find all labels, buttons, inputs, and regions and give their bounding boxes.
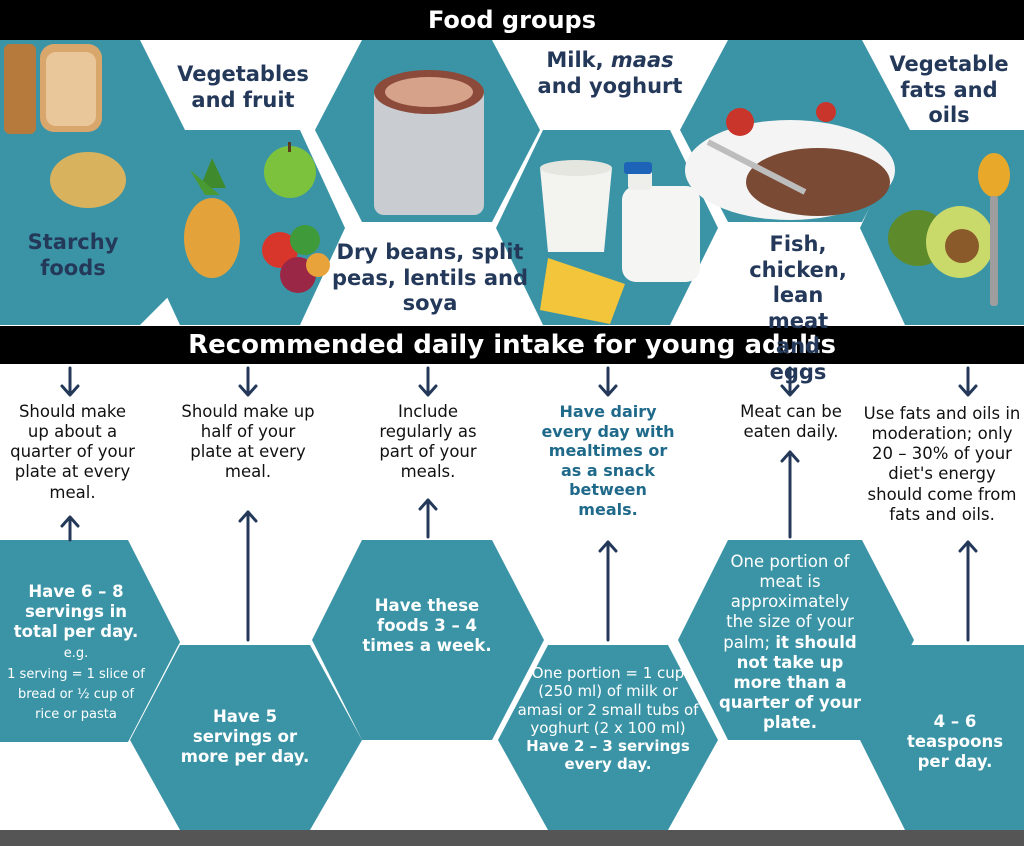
steak-icon <box>746 148 890 216</box>
serving-starchy-example: 1 serving = 1 slice of bread or ½ cup of… <box>7 666 145 722</box>
food-groups-title: Food groups <box>0 0 1024 40</box>
avocado-icon <box>888 206 994 278</box>
daily-intake-title: Recommended daily intake for young adult… <box>0 326 1024 364</box>
arrow-up-icon <box>418 498 438 539</box>
serving-milk: One portion = 1 cup (250 ml) of milk or … <box>516 664 700 774</box>
spoon-oil-icon <box>978 153 1010 306</box>
serving-fats: 4 – 6 teaspoons per day. <box>900 712 1010 772</box>
hex-meat-serving <box>678 540 914 740</box>
arrow-up-icon <box>598 540 618 642</box>
arrow-up-icon <box>958 540 978 642</box>
fork-icon <box>706 139 807 195</box>
serving-starchy-eg: e.g. <box>63 646 89 662</box>
arrow-up-icon <box>780 450 800 539</box>
group-milk-text-c: and yoghurt <box>537 73 683 98</box>
vegetables-icon <box>262 225 330 293</box>
group-fats-label: Vegetable fats and oils <box>889 52 1009 128</box>
hex-starchy-serving <box>0 540 180 742</box>
pineapple-icon <box>184 158 240 278</box>
arrow-up-icon <box>238 510 258 642</box>
hex-beans-serving <box>312 540 544 740</box>
rec-veg: Should make up half of your plate at eve… <box>181 402 315 482</box>
rec-meat: Meat can be eaten daily. <box>740 402 842 442</box>
group-milk-text-a: Milk, <box>546 48 611 72</box>
bread-icon <box>4 44 102 134</box>
serving-milk-bold: Have 2 – 3 servings every day. <box>526 737 690 774</box>
milk-bottle-icon <box>622 162 700 282</box>
arrow-down-icon <box>598 366 618 397</box>
serving-beans: Have these foods 3 – 4 times a week. <box>362 596 492 656</box>
apple-icon <box>264 142 316 198</box>
hex-veg-serving <box>130 645 362 830</box>
serving-starchy: Have 6 – 8 servings in total per day. e.… <box>6 582 146 723</box>
serving-meat-portion: One portion of meat is approximately the… <box>723 552 854 652</box>
serving-meat: One portion of meat is approximately the… <box>718 552 862 733</box>
rec-beans: Include regularly as part of your meals. <box>379 402 477 482</box>
arrow-down-icon <box>60 366 80 397</box>
down-arrows <box>60 366 978 397</box>
group-beans-label: Dry beans, split peas, lentils and soya <box>331 240 529 316</box>
arrow-up-icon <box>60 515 80 542</box>
group-milk-text-b: maas <box>610 48 674 72</box>
serving-veg: Have 5 servings or more per day. <box>178 707 312 767</box>
arrow-down-icon <box>958 366 978 397</box>
group-veg-label: Vegetables and fruit <box>177 62 309 112</box>
serving-fats-bold: 4 – 6 teaspoons per day. <box>906 712 1004 772</box>
hex-milk-serving <box>498 645 718 830</box>
serving-milk-portion: One portion = 1 cup (250 ml) of milk or … <box>517 664 699 737</box>
fish-plate <box>685 102 895 220</box>
potato-icon <box>50 152 126 208</box>
cheese-icon <box>540 258 625 324</box>
arrow-down-icon <box>418 366 438 397</box>
group-starchy-label: Starchy foods <box>27 230 119 280</box>
serving-starchy-bold: Have 6 – 8 servings in total per day. <box>13 582 139 642</box>
yoghurt-icon <box>540 160 612 252</box>
hex-fats-serving <box>860 645 1024 830</box>
up-arrows <box>60 450 978 642</box>
arrow-down-icon <box>780 366 800 397</box>
serving-beans-bold: Have these foods 3 – 4 times a week. <box>362 596 492 656</box>
arrow-down-icon <box>238 366 258 397</box>
tomato-icon <box>726 108 754 136</box>
group-fish-label: Fish, chicken, lean meat and eggs <box>749 232 847 385</box>
serving-veg-bold: Have 5 servings or more per day. <box>180 707 310 767</box>
bottom-strip <box>0 830 1024 846</box>
hex-starchy-bottom <box>0 222 175 325</box>
bottom-hexagons <box>0 540 1024 830</box>
rec-fats: Use fats and oils in moderation; only 20… <box>863 404 1021 524</box>
rec-milk: Have dairy every day with mealtimes or a… <box>541 402 675 519</box>
rec-starchy: Should make up about a quarter of your p… <box>10 402 135 502</box>
serving-meat-bold: it should not take up more than a quarte… <box>718 632 862 733</box>
beans-can-icon <box>374 70 484 215</box>
